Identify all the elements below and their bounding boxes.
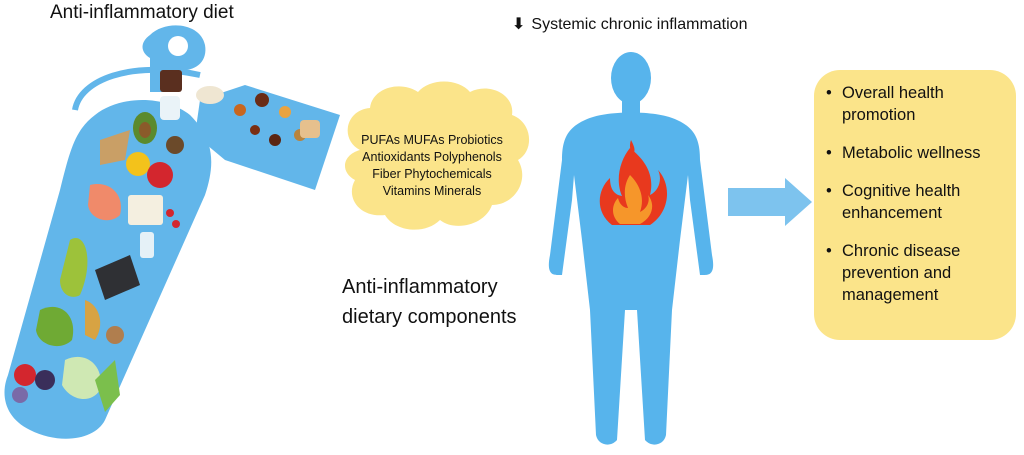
cabbage-icon: [62, 356, 101, 400]
benefits-list: • Overall health promotion • Metabolic wel…: [814, 70, 1016, 306]
wheat-icon: [85, 300, 101, 340]
right-arrow-icon: [728, 178, 812, 226]
cloud-line: Fiber Phytochemicals: [372, 167, 492, 181]
inflammation-label: ⬇ Systemic chronic inflammation: [512, 14, 747, 34]
mushroom-icon: [106, 326, 124, 344]
pepper-red-icon: [147, 162, 173, 188]
spice-dot-icon: [234, 104, 246, 116]
salmon-icon: [88, 184, 121, 221]
bullet-icon: •: [826, 182, 832, 200]
cloud-line: Vitamins Minerals: [382, 184, 482, 198]
extinguisher-handle: [142, 25, 206, 92]
cloud-line: PUFAs MUFAs Probiotics: [361, 133, 503, 147]
components-cloud: [344, 81, 530, 230]
berry-icon: [166, 209, 174, 217]
bread-icon: [100, 130, 130, 165]
sunflower-seeds-icon: [95, 255, 140, 300]
extinguisher-nozzle: [195, 85, 340, 190]
benefit-text: Chronic disease prevention and managemen…: [842, 242, 961, 304]
avocado-pit-icon: [139, 122, 151, 138]
bullet-icon: •: [826, 242, 832, 260]
bullet-icon: •: [826, 84, 832, 102]
benefit-text: Metabolic wellness: [842, 144, 981, 162]
coffee-bean-icon: [166, 136, 184, 154]
benefit-item: • Chronic disease prevention and manageme…: [826, 240, 1010, 306]
components-label: Anti-inflammatory dietary components: [342, 272, 562, 332]
spices-icon: [234, 93, 320, 146]
benefits-box: • Overall health promotion • Metabolic wel…: [814, 70, 1016, 340]
extinguisher-illustration: [4, 25, 340, 439]
torso-limbs-shape: [548, 112, 714, 445]
corn-icon: [60, 238, 88, 297]
neck-shape: [622, 100, 640, 114]
spice-dot-icon: [255, 93, 269, 107]
extinguisher-handle-hole: [168, 36, 188, 56]
head-shape: [611, 52, 651, 104]
pepper-yellow-icon: [126, 152, 150, 176]
kefir-bottle-icon: [140, 232, 154, 258]
garlic-icon: [196, 86, 224, 104]
ember-icon: [629, 140, 635, 155]
cloud-line: Antioxidants Polyphenols: [362, 150, 502, 164]
benefit-item: • Metabolic wellness: [826, 142, 1010, 164]
bullet-icon: •: [826, 144, 832, 162]
ginger-icon: [300, 120, 320, 138]
broccoli-icon: [36, 306, 74, 347]
flame-inner-icon: [613, 175, 653, 224]
blackberry-icon: [35, 370, 55, 390]
flame-icon: [599, 140, 668, 225]
down-arrow-icon: ⬇: [512, 16, 526, 33]
food-items: [12, 70, 320, 412]
benefit-item: • Cognitive health enhancement: [826, 180, 1010, 224]
spice-dot-icon: [269, 134, 281, 146]
inflammation-text: Systemic chronic inflammation: [531, 16, 748, 33]
blueberry-icon: [12, 387, 28, 403]
components-label-line: Anti-inflammatory: [342, 276, 498, 298]
components-label-line: dietary components: [342, 306, 517, 328]
chocolate-icon: [160, 70, 182, 92]
benefit-text: Overall health promotion: [842, 84, 944, 124]
spice-dot-icon: [279, 106, 291, 118]
berry-icon: [172, 220, 180, 228]
tofu-icon: [128, 195, 163, 225]
benefit-text: Cognitive health enhancement: [842, 182, 961, 222]
benefit-item: • Overall health promotion: [826, 82, 1010, 126]
spice-dot-icon: [250, 125, 260, 135]
cloud-text: PUFAs MUFAs Probiotics Antioxidants Poly…: [350, 132, 514, 200]
yogurt-icon: [160, 96, 180, 120]
strawberry-icon: [14, 364, 36, 386]
diet-title: Anti-inflammatory diet: [50, 2, 234, 23]
asparagus-icon: [95, 360, 120, 412]
human-body-figure: [548, 52, 714, 445]
